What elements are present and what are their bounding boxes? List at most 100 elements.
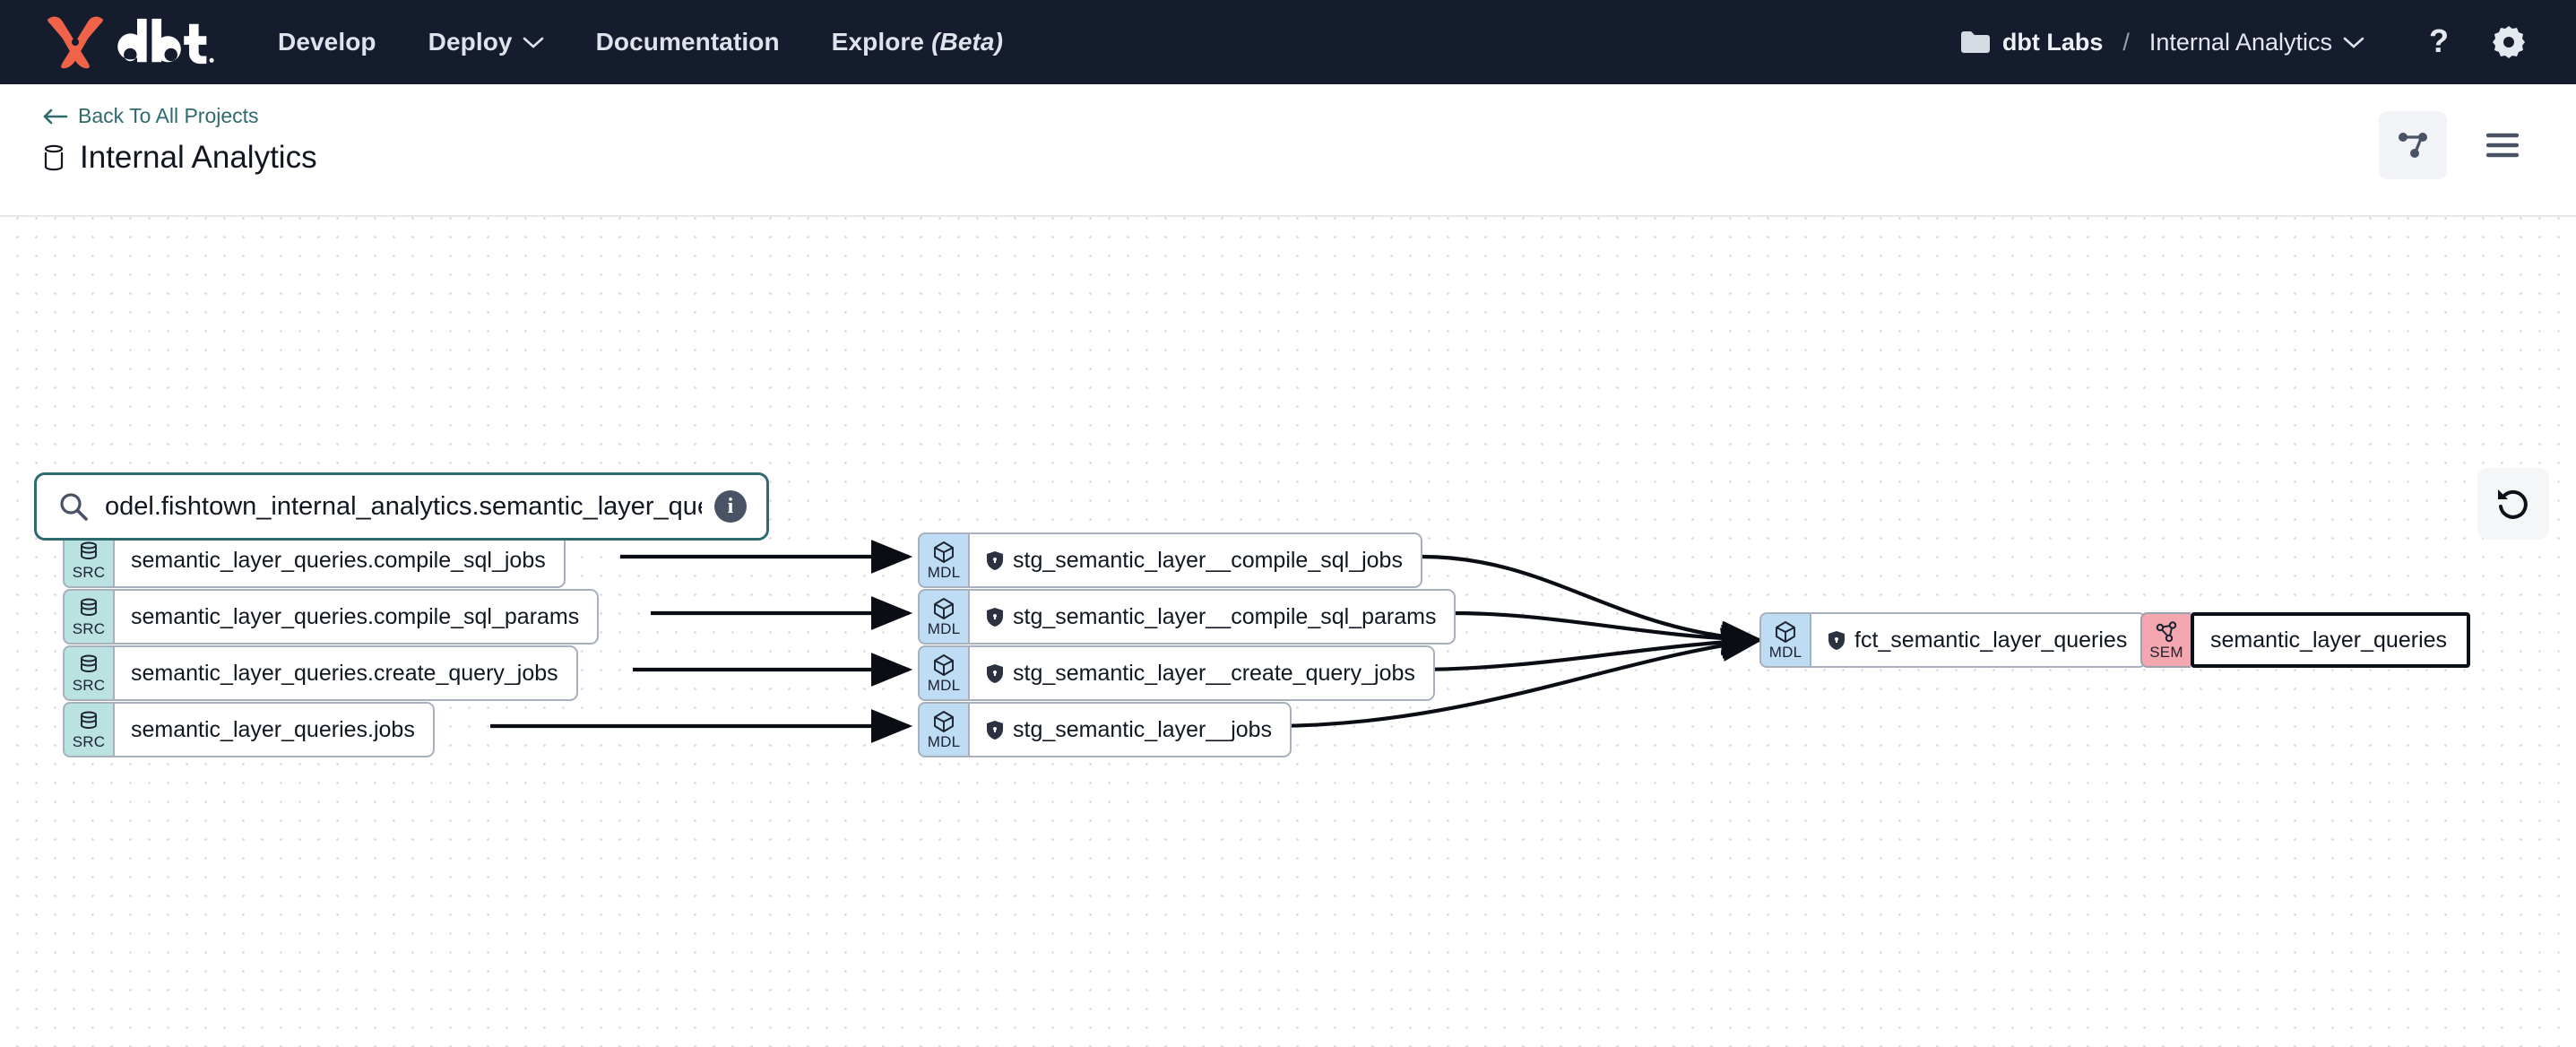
nav-item-deploy-label: Deploy (428, 28, 513, 56)
edge-mdl-compile-sql-params-to-fct (1451, 610, 1764, 656)
shield-icon (987, 550, 1003, 570)
node-label: semantic_layer_queries (2210, 627, 2448, 653)
top-navigation-bar: Develop Deploy Documentation Explore (Be… (0, 0, 2576, 84)
node-type-badge-src: SRC (63, 532, 113, 588)
nav-item-explore-label: Explore (831, 28, 925, 56)
nav-item-explore-beta-tag: (Beta) (931, 28, 1004, 56)
help-button[interactable]: ? (2411, 14, 2467, 70)
reset-view-button[interactable] (2477, 468, 2549, 540)
node-type-badge-sem: SEM (2140, 612, 2191, 668)
node-type-label: MDL (927, 733, 961, 750)
settings-button[interactable] (2481, 14, 2537, 70)
lineage-node[interactable]: MDL stg_semantic_layer__compile_sql_jobs (918, 532, 1422, 588)
node-type-badge-mdl: MDL (1759, 612, 1810, 668)
node-type-label: MDL (927, 564, 961, 581)
lineage-graph-icon (2399, 133, 2427, 158)
main-nav-links: Develop Deploy Documentation Explore (Be… (278, 28, 1003, 56)
search-input[interactable]: odel.fishtown_internal_analytics.semanti… (105, 491, 702, 521)
reset-rotate-left-icon (2498, 489, 2528, 519)
node-type-badge-src: SRC (63, 702, 113, 757)
node-body: semantic_layer_queries.jobs (113, 702, 435, 757)
hamburger-menu-icon (2485, 133, 2520, 158)
node-label: stg_semantic_layer__create_query_jobs (1013, 660, 1415, 686)
node-label: semantic_layer_queries.jobs (131, 716, 415, 742)
lineage-node[interactable]: SRC semantic_layer_queries.compile_sql_j… (63, 532, 566, 588)
shield-icon (1828, 630, 1845, 650)
node-body: stg_semantic_layer__jobs (968, 702, 1292, 757)
nav-item-deploy[interactable]: Deploy (428, 28, 544, 56)
node-type-label: MDL (927, 620, 961, 637)
account-breadcrumb: dbt Labs / Internal Analytics (1959, 29, 2364, 56)
database-cylinder-icon (81, 598, 97, 616)
chevron-down-icon (2343, 37, 2364, 48)
node-type-badge-mdl: MDL (918, 645, 968, 701)
node-label: semantic_layer_queries.create_query_jobs (131, 660, 558, 686)
nav-right-cluster: dbt Labs / Internal Analytics ? (1959, 14, 2537, 70)
back-link-label: Back To All Projects (78, 104, 259, 127)
node-type-label: SRC (72, 563, 106, 581)
nav-item-develop[interactable]: Develop (278, 28, 376, 56)
lineage-node[interactable]: MDL stg_semantic_layer__jobs (918, 702, 1292, 757)
subheader-actions (2379, 104, 2537, 179)
search-icon (58, 491, 89, 522)
nav-item-documentation-label: Documentation (595, 28, 780, 56)
account-project-selector[interactable]: Internal Analytics (2149, 29, 2364, 56)
shield-icon (987, 720, 1003, 740)
lineage-node-selected[interactable]: SEM semantic_layer_queries (2140, 612, 2470, 668)
database-cylinder-icon (81, 711, 97, 729)
lineage-node[interactable]: SRC semantic_layer_queries.create_query_… (63, 645, 578, 701)
account-project-name: Internal Analytics (2148, 28, 2332, 56)
node-type-badge-mdl: MDL (918, 589, 968, 645)
node-body: semantic_layer_queries (2191, 612, 2470, 668)
lineage-node[interactable]: MDL stg_semantic_layer__compile_sql_para… (918, 589, 1457, 645)
nav-item-explore[interactable]: Explore (Beta) (832, 28, 1003, 56)
lineage-search-box[interactable]: odel.fishtown_internal_analytics.semanti… (34, 472, 769, 541)
account-separator: / (2122, 28, 2130, 56)
back-to-all-projects-link[interactable]: Back To All Projects (41, 104, 317, 128)
nav-item-documentation[interactable]: Documentation (596, 28, 780, 56)
menu-button[interactable] (2468, 111, 2537, 179)
node-type-badge-mdl: MDL (918, 702, 968, 757)
cube-icon (934, 711, 954, 732)
lineage-node[interactable]: SRC semantic_layer_queries.compile_sql_p… (63, 589, 600, 645)
info-icon[interactable]: i (714, 490, 747, 523)
node-body: fct_semantic_layer_queries (1810, 612, 2148, 668)
svg-text:?: ? (2429, 22, 2449, 59)
node-body: semantic_layer_queries.create_query_jobs (113, 645, 578, 701)
edge-mdl-create-query-jobs-to-fct (1412, 625, 1764, 672)
dbt-wordmark (117, 18, 214, 65)
lineage-canvas[interactable]: odel.fishtown_internal_analytics.semanti… (0, 217, 2576, 1047)
account-org-name[interactable]: dbt Labs (2001, 28, 2104, 56)
arrow-left-icon (43, 108, 68, 124)
lineage-view-button[interactable] (2379, 111, 2447, 179)
node-type-badge-mdl: MDL (918, 532, 968, 588)
nav-item-develop-label: Develop (278, 28, 376, 56)
node-type-badge-src: SRC (63, 589, 113, 645)
question-mark-icon: ? (2429, 22, 2449, 59)
subheader-left: Back To All Projects Internal Analytics (41, 104, 317, 176)
node-type-label: SEM (2149, 643, 2183, 661)
edge-mdl-compile-sql-jobs-to-fct (1421, 554, 1764, 655)
node-body: stg_semantic_layer__compile_sql_params (968, 589, 1457, 645)
node-type-label: SRC (72, 732, 106, 750)
node-label: fct_semantic_layer_queries (1854, 627, 2128, 653)
page-title: Internal Analytics (41, 140, 317, 176)
node-type-label: MDL (1768, 644, 1802, 661)
shield-icon (987, 663, 1003, 683)
node-label: semantic_layer_queries.compile_sql_param… (131, 603, 580, 629)
cube-icon (934, 654, 954, 676)
lineage-node[interactable]: MDL fct_semantic_layer_queries (1759, 612, 2148, 668)
node-type-label: MDL (927, 677, 961, 694)
database-icon (44, 144, 64, 171)
node-body: semantic_layer_queries.compile_sql_param… (113, 589, 600, 645)
lineage-node[interactable]: SRC semantic_layer_queries.jobs (63, 702, 435, 757)
shield-icon (987, 607, 1003, 627)
database-cylinder-icon (81, 654, 97, 672)
folder-icon (1960, 31, 1990, 53)
node-type-label: SRC (72, 619, 106, 637)
lineage-node[interactable]: MDL stg_semantic_layer__create_query_job… (918, 645, 1435, 701)
dbt-logo[interactable] (43, 15, 215, 69)
node-label: stg_semantic_layer__jobs (1013, 716, 1273, 742)
cube-icon (934, 598, 954, 619)
gear-icon (2493, 26, 2525, 58)
